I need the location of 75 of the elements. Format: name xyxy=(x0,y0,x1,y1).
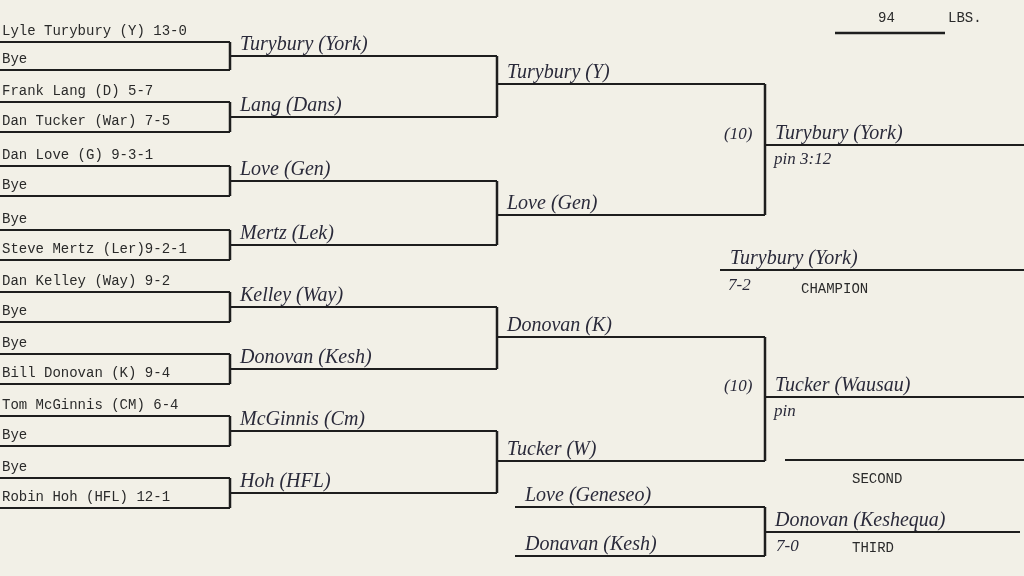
handwritten-winner: Hoh (HFL) xyxy=(239,469,331,492)
handwritten-winner: Mertz (Lek) xyxy=(239,221,334,244)
entrant-name: Bye xyxy=(1,459,28,477)
bracket-connector xyxy=(763,145,767,215)
bracket-connector xyxy=(228,478,232,493)
bracket-connector xyxy=(228,230,232,245)
match-note: (10) xyxy=(724,125,753,144)
bracket-connector xyxy=(228,56,232,70)
bracket-connector xyxy=(228,102,232,117)
match-note: 7-2 xyxy=(728,276,751,295)
unit-label: LBS. xyxy=(948,10,982,26)
bracket-connector xyxy=(495,215,499,245)
handwritten-winner: Donovan (K) xyxy=(506,313,612,336)
handwritten-winner: Love (Gen) xyxy=(506,191,598,214)
bracket-connector xyxy=(495,307,499,337)
bracket-connector xyxy=(495,181,499,215)
bracket-connector xyxy=(495,461,499,493)
entrant-name: Steve Mertz (Ler)9-2-1 xyxy=(1,241,187,259)
placement-label: SECOND xyxy=(852,472,903,488)
entrant-name: Lyle Turybury (Y) 13-0 xyxy=(1,23,187,41)
bracket-connector xyxy=(763,532,767,556)
bracket-connector xyxy=(228,292,232,307)
handwritten-winner: Donovan (Keshequa) xyxy=(774,508,946,531)
handwritten-winner: Turybury (York) xyxy=(729,246,858,269)
entrant-name: Dan Love (G) 9-3-1 xyxy=(1,147,154,165)
bracket-connector xyxy=(228,493,232,508)
entrant-name: Bye xyxy=(1,177,28,195)
handwritten-winner: Love (Gen) xyxy=(239,157,331,180)
bracket-connector xyxy=(228,117,232,132)
entrant-name: Dan Kelley (Way) 9-2 xyxy=(1,273,171,291)
bracket-connector xyxy=(228,245,232,260)
handwritten-winner: Turybury (Y) xyxy=(506,60,610,83)
entrant-name: Robin Hoh (HFL) 12-1 xyxy=(1,489,171,507)
bracket-connector xyxy=(228,369,232,384)
bracket-connector xyxy=(228,166,232,181)
entrant-name: Frank Lang (D) 5-7 xyxy=(1,83,154,101)
handwritten-winner: Tucker (W) xyxy=(506,437,597,460)
bracket-connector xyxy=(763,507,767,532)
match-note: pin xyxy=(774,402,796,421)
entrant-name: Tom McGinnis (CM) 6-4 xyxy=(1,397,179,415)
bracket-connector xyxy=(495,431,499,461)
match-note: (10) xyxy=(724,377,753,396)
match-note: 7-0 xyxy=(776,537,799,556)
entrant-name: Bye xyxy=(1,335,28,353)
bracket-connector xyxy=(763,84,767,145)
bracket-connector xyxy=(228,354,232,369)
handwritten-winner: Tucker (Wausau) xyxy=(774,373,911,396)
bracket-connector xyxy=(495,56,499,84)
entrant-name: Bill Donovan (K) 9-4 xyxy=(1,365,171,383)
entrant-name: Bye xyxy=(1,211,28,229)
entrant-name: Bye xyxy=(1,427,28,445)
handwritten-winner: Donavan (Kesh) xyxy=(524,532,657,555)
bracket-connector xyxy=(228,307,232,322)
entrant-name: Bye xyxy=(1,303,28,321)
entrant-name: Bye xyxy=(1,51,28,69)
weight-class: 94 xyxy=(878,10,895,26)
placement-label: THIRD xyxy=(852,541,894,557)
bracket-connector xyxy=(495,337,499,369)
handwritten-winner: Lang (Dans) xyxy=(239,93,342,116)
entrant-name: Dan Tucker (War) 7-5 xyxy=(1,113,171,131)
bracket-connector xyxy=(228,431,232,446)
bracket-connector xyxy=(763,397,767,461)
handwritten-winner: McGinnis (Cm) xyxy=(239,407,365,430)
match-note: pin 3:12 xyxy=(774,150,832,169)
bracket-connector xyxy=(228,42,232,56)
bracket-connector xyxy=(228,181,232,196)
bracket-connector xyxy=(228,416,232,431)
handwritten-winner: Love (Geneseo) xyxy=(524,483,652,506)
handwritten-winner: Kelley (Way) xyxy=(239,283,344,306)
handwritten-winner: Turybury (York) xyxy=(774,121,903,144)
bracket-connector xyxy=(763,337,767,397)
bracket-connector xyxy=(495,84,499,117)
handwritten-winner: Turybury (York) xyxy=(239,32,368,55)
placement-label: CHAMPION xyxy=(801,282,869,298)
handwritten-winner: Donovan (Kesh) xyxy=(239,345,372,368)
